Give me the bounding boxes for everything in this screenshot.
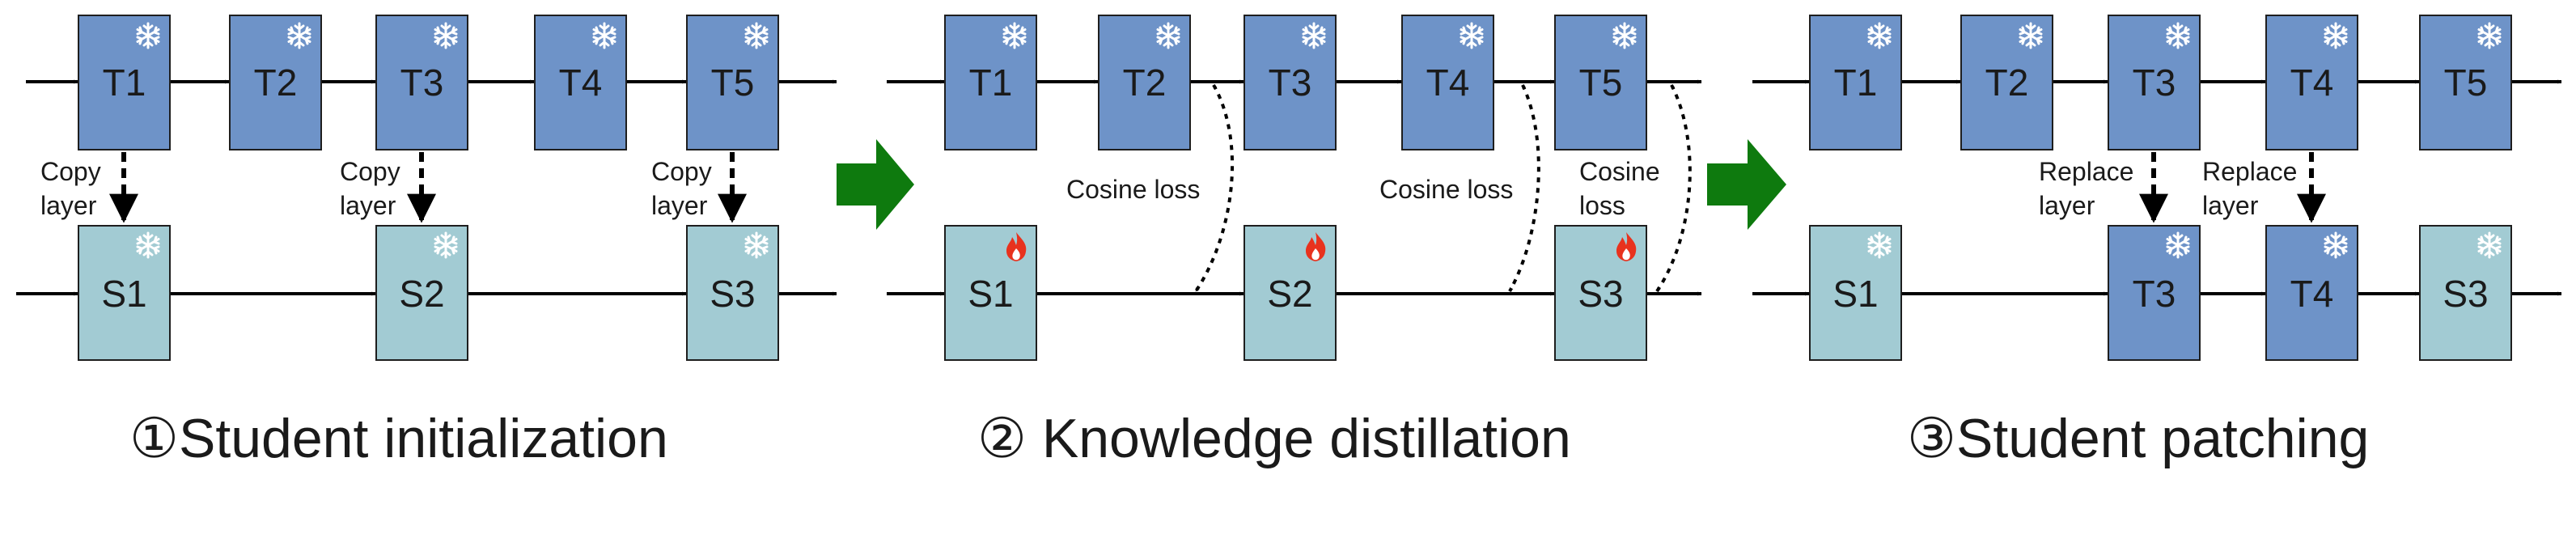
- panel-caption: ② Knowledge distillation: [977, 408, 1571, 469]
- copy-layer-note: Copy: [40, 157, 101, 186]
- panel-knowledge-distillation: T1 T2 T3 T4 T5 S1: [887, 15, 1702, 469]
- block-label: T4: [559, 61, 603, 104]
- block-label: T1: [103, 61, 146, 104]
- block-label: S2: [399, 273, 444, 315]
- cosine-loss-arrow: [1194, 84, 1235, 293]
- block-label: T5: [711, 61, 755, 104]
- block-label: T3: [2133, 273, 2176, 315]
- teacher-block: T3: [375, 15, 468, 150]
- student-block: S1: [78, 225, 171, 361]
- student-block: S3: [686, 225, 779, 361]
- block-label: S1: [968, 273, 1013, 315]
- block-label: T5: [1579, 61, 1623, 104]
- copy-layer-note: layer: [340, 191, 396, 220]
- panel-caption: ①Student initialization: [129, 408, 668, 469]
- replace-layer-note: Replace: [2039, 157, 2133, 186]
- block-label: T4: [2290, 61, 2334, 104]
- teacher-block: T1: [1809, 15, 1902, 150]
- teacher-block: T4: [2265, 15, 2358, 150]
- student-block: S1: [944, 225, 1037, 361]
- block-label: T3: [2133, 61, 2176, 104]
- block-label: S3: [710, 273, 755, 315]
- block-label: T2: [1123, 61, 1167, 104]
- teacher-block: T5: [1554, 15, 1647, 150]
- panel-student-initialization: T1 T2 T3 T4 T5 Copy layer Copy: [16, 15, 837, 469]
- cosine-loss-arrow: [1655, 84, 1692, 293]
- copy-layer-note: layer: [40, 191, 97, 220]
- replace-layer-note: layer: [2202, 191, 2259, 220]
- teacher-block: T5: [2419, 15, 2512, 150]
- teacher-block: T1: [944, 15, 1037, 150]
- student-block: S2: [375, 225, 468, 361]
- block-label: S2: [1267, 273, 1312, 315]
- block-label: S3: [1578, 273, 1623, 315]
- cosine-loss-note: Cosine loss: [1379, 175, 1513, 204]
- block-label: T1: [1834, 61, 1878, 104]
- panel-caption: ③Student patching: [1907, 408, 2369, 469]
- block-label: T4: [1426, 61, 1470, 104]
- cosine-loss-note: loss: [1579, 191, 1625, 220]
- teacher-block: T2: [229, 15, 322, 150]
- block-label: T3: [1269, 61, 1312, 104]
- patched-teacher-block: T4: [2265, 225, 2358, 361]
- teacher-block: T2: [1960, 15, 2053, 150]
- block-label: S3: [2443, 273, 2488, 315]
- student-block: S3: [1554, 225, 1647, 361]
- green-arrow-icon: [1707, 139, 1786, 230]
- panel-student-patching: T1 T2 T3 T4 T5 Replace layer Replace: [1752, 15, 2562, 469]
- teacher-block: T1: [78, 15, 171, 150]
- block-label: T2: [254, 61, 298, 104]
- teacher-block: T2: [1098, 15, 1191, 150]
- teacher-block: T4: [1401, 15, 1494, 150]
- copy-layer-note: Copy: [340, 157, 400, 186]
- replace-layer-note: Replace: [2202, 157, 2297, 186]
- student-block: S2: [1244, 225, 1337, 361]
- block-label: T2: [1985, 61, 2029, 104]
- block-label: T3: [400, 61, 444, 104]
- replace-layer-note: layer: [2039, 191, 2095, 220]
- block-label: T5: [2444, 61, 2488, 104]
- block-label: S1: [1832, 273, 1878, 315]
- copy-layer-note: Copy: [651, 157, 712, 186]
- student-block: S1: [1809, 225, 1902, 361]
- copy-layer-note: layer: [651, 191, 708, 220]
- teacher-block: T5: [686, 15, 779, 150]
- teacher-block: T4: [534, 15, 627, 150]
- block-label: T4: [2290, 273, 2334, 315]
- cosine-loss-note: Cosine: [1579, 157, 1660, 186]
- student-block: S3: [2419, 225, 2512, 361]
- green-arrow-icon: [837, 139, 914, 230]
- teacher-block: T3: [2108, 15, 2201, 150]
- block-label: S1: [101, 273, 146, 315]
- block-label: T1: [969, 61, 1013, 104]
- cosine-loss-note: Cosine loss: [1066, 175, 1200, 204]
- cosine-loss-arrow: [1508, 84, 1540, 292]
- patched-teacher-block: T3: [2108, 225, 2201, 361]
- teacher-block: T3: [1244, 15, 1337, 150]
